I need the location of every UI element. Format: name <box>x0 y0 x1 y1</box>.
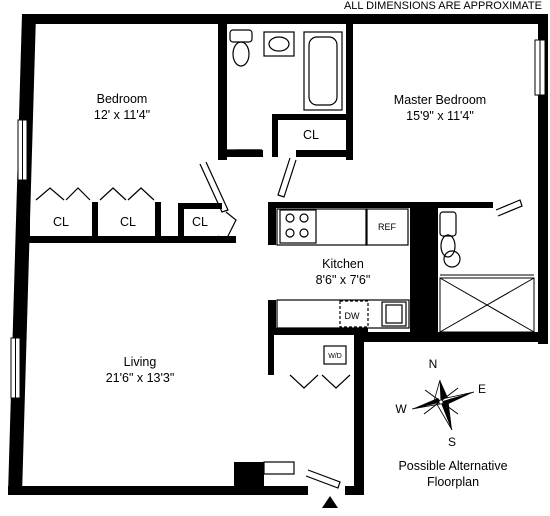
compass-s-label: S <box>448 435 456 449</box>
master-bedroom-dims: 15'9" x 11'4" <box>406 109 474 123</box>
closet-label-1: CL <box>53 215 69 229</box>
kitchen-fixtures <box>276 208 410 365</box>
dimensions-note: ALL DIMENSIONS ARE APPROXIMATE <box>343 0 542 12</box>
caption-line-1: Possible Alternative <box>398 459 508 473</box>
master-bedroom-name: Master Bedroom <box>394 93 486 107</box>
interior-walls <box>24 20 493 375</box>
bedroom-dims: 12' x 11'4" <box>94 108 150 122</box>
closet-label-3: CL <box>192 215 208 229</box>
compass-e-label: E <box>478 382 486 396</box>
closet-doors <box>35 187 351 389</box>
floor-block <box>234 462 264 486</box>
windows <box>10 39 546 399</box>
exterior-walls <box>8 14 548 495</box>
closet-label-2: CL <box>120 215 136 229</box>
living-dims: 21'6" x 13'3" <box>106 371 175 385</box>
entry-arrow-icon <box>322 496 338 508</box>
caption-line-2: Floorplan <box>426 475 480 489</box>
dishwasher-label: DW <box>345 311 360 321</box>
floor-block-outline <box>263 461 295 475</box>
living-name: Living <box>124 355 157 369</box>
bathroom-fixtures <box>229 29 461 268</box>
washer-dryer-label: W/D <box>328 353 342 360</box>
refrigerator-label: REF <box>378 222 397 232</box>
closet-label-bath: CL <box>303 128 319 142</box>
compass-n-label: N <box>429 357 438 371</box>
doors <box>199 149 523 489</box>
floorplan-caption: Possible Alternative Floorplan <box>378 458 528 490</box>
shower <box>439 274 535 333</box>
compass-rose-icon <box>411 379 475 431</box>
kitchen-name: Kitchen <box>322 257 364 271</box>
bedroom-name: Bedroom <box>97 92 148 106</box>
kitchen-dims: 8'6" x 7'6" <box>316 273 371 287</box>
compass-w-label: W <box>395 402 407 416</box>
